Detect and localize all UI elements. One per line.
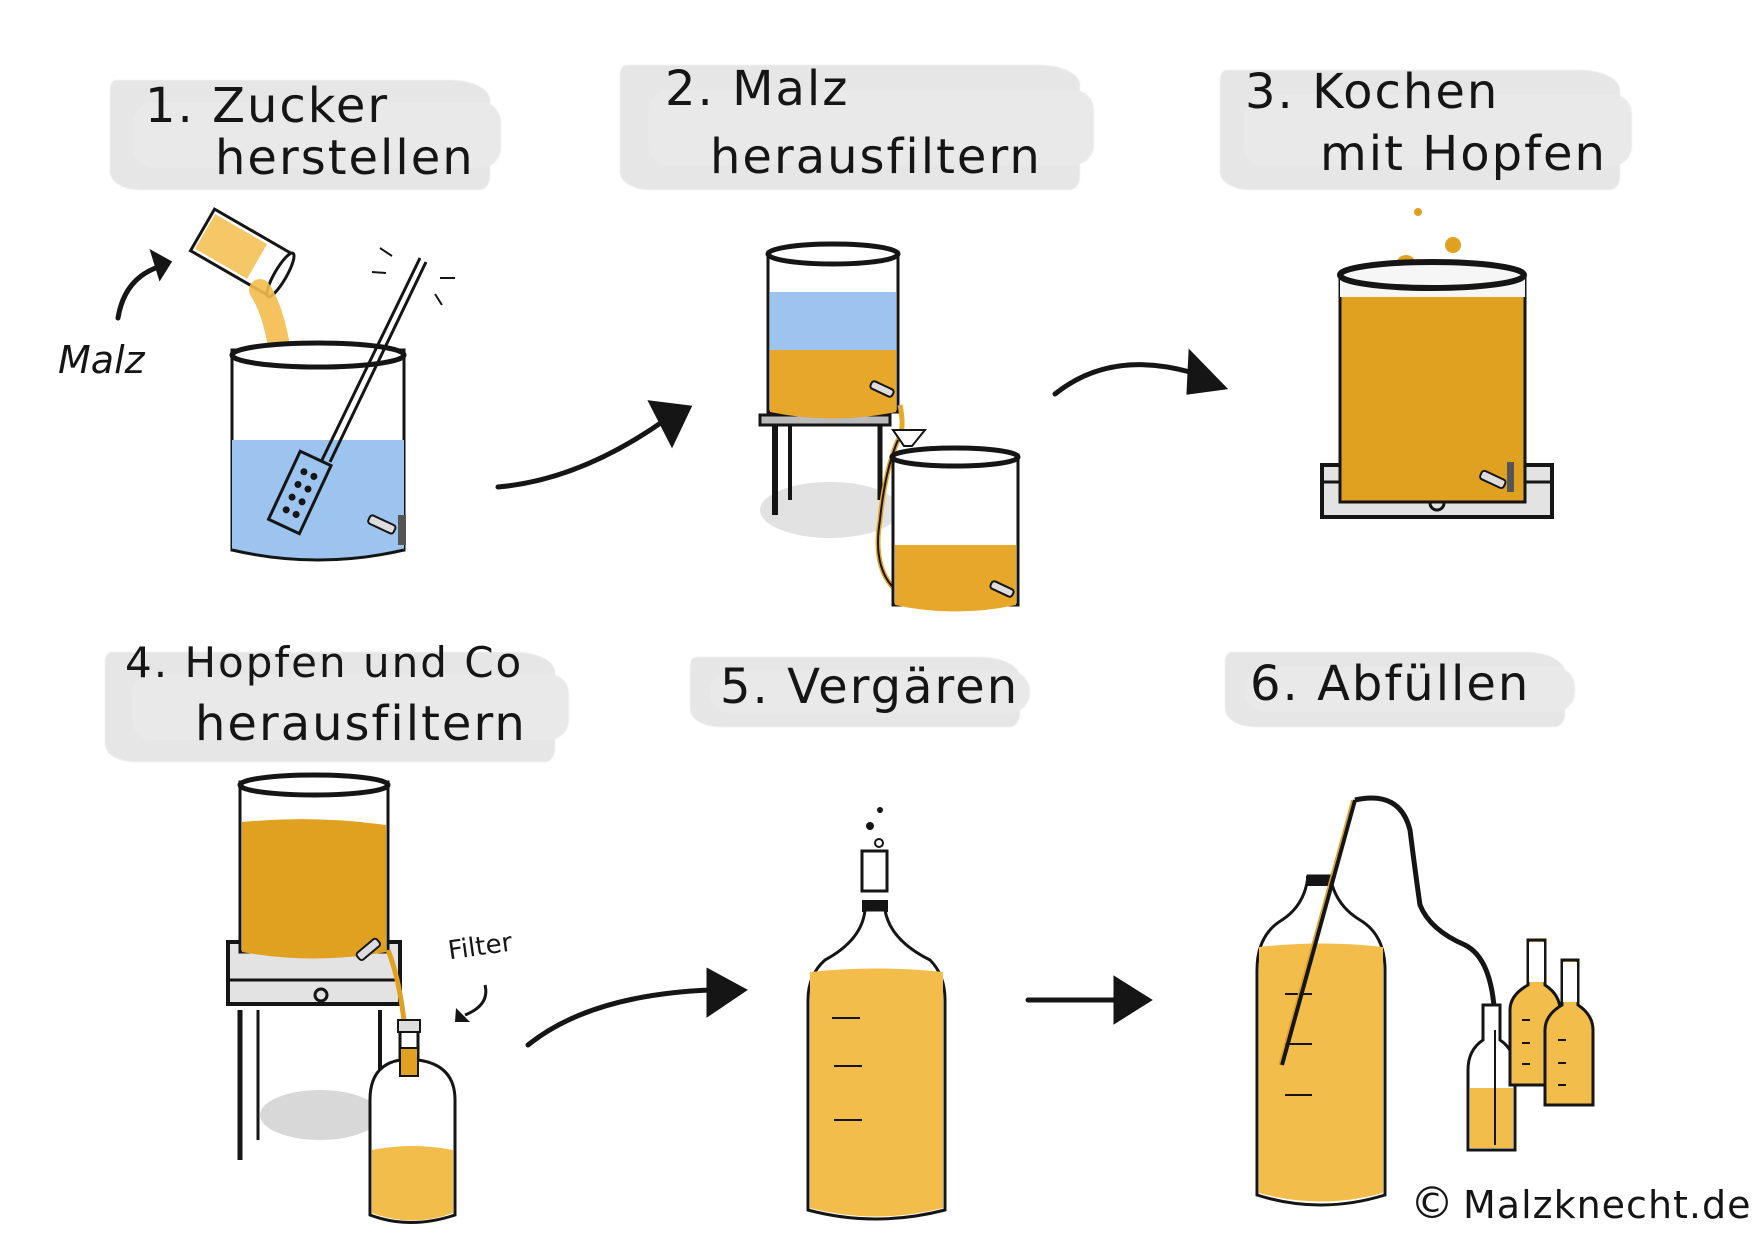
step-title-line1: Malz bbox=[732, 61, 850, 117]
copyright-notice: ©Malzknecht.de bbox=[1410, 1178, 1752, 1229]
step-number: 4. bbox=[125, 638, 170, 687]
step-number: 6. bbox=[1250, 656, 1300, 712]
step-3-title: 3. Kochen mit Hopfen bbox=[1220, 60, 1632, 200]
step-title-line2: mit Hopfen bbox=[1320, 126, 1607, 182]
step-title-line1: Zucker bbox=[212, 78, 390, 134]
step-2-title: 2. Malz herausfiltern bbox=[620, 55, 1094, 195]
malz-label: Malz bbox=[58, 338, 145, 382]
step-4-title: 4. Hopfen und Co herausfiltern bbox=[105, 638, 569, 770]
step-title-line1: Hopfen und Co bbox=[184, 638, 524, 687]
step-title-line1: Kochen bbox=[1312, 64, 1500, 120]
step-1-title: 1. Zucker herstellen bbox=[110, 70, 502, 200]
step-5-title: 5. Vergären bbox=[690, 655, 1030, 730]
step-title-line2: herstellen bbox=[215, 130, 475, 186]
step-title-line2: herausfiltern bbox=[195, 696, 527, 752]
step-number: 2. bbox=[665, 61, 715, 117]
step-number: 1. bbox=[145, 78, 195, 134]
step-6-title: 6. Abfüllen bbox=[1225, 650, 1576, 730]
step-title-line1: Vergären bbox=[787, 659, 1020, 715]
copyright-text: Malzknecht.de bbox=[1463, 1183, 1752, 1227]
step-title-line2: herausfiltern bbox=[710, 129, 1042, 185]
copyright-icon: © bbox=[1410, 1178, 1455, 1229]
step-number: 5. bbox=[720, 659, 770, 715]
step-title-line1: Abfüllen bbox=[1317, 656, 1531, 712]
step-number: 3. bbox=[1245, 64, 1295, 120]
